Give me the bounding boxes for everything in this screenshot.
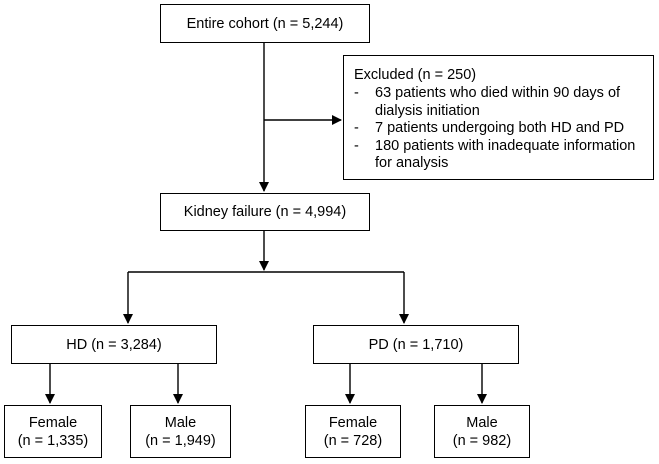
hd-male-count: (n = 1,949)	[145, 432, 216, 449]
hd-female-count: (n = 1,335)	[17, 432, 89, 449]
pd-female-label: Female	[328, 414, 378, 431]
hd-female-label: Female	[28, 414, 78, 431]
kidney-failure-box: Kidney failure (n = 4,994)	[160, 193, 370, 231]
pd-male-label: Male	[466, 414, 498, 431]
pd-male-box: Male (n = 982)	[434, 405, 530, 458]
hd-male-box: Male (n = 1,949)	[130, 405, 231, 458]
excluded-item: -7 patients undergoing both HD and PD	[354, 120, 625, 136]
hd-label: HD (n = 3,284)	[66, 336, 162, 353]
excluded-title: Excluded (n = 250)	[354, 67, 477, 83]
pd-female-box: Female (n = 728)	[305, 405, 401, 458]
pd-box: PD (n = 1,710)	[313, 325, 519, 364]
bullet-dash: -	[354, 85, 359, 101]
kidney-failure-label: Kidney failure (n = 4,994)	[183, 204, 347, 220]
hd-female-box: Female (n = 1,335)	[4, 405, 102, 458]
hd-box: HD (n = 3,284)	[11, 325, 217, 364]
entire-cohort-label: Entire cohort (n = 5,244)	[186, 15, 344, 32]
excluded-list: -63 patients who died within 90 days of …	[354, 85, 645, 173]
pd-female-count: (n = 728)	[323, 432, 383, 449]
bullet-dash: -	[354, 120, 359, 136]
pd-label: PD (n = 1,710)	[368, 336, 464, 353]
excluded-item: -63 patients who died within 90 days of …	[354, 85, 621, 119]
pd-male-count: (n = 982)	[452, 432, 512, 449]
excluded-item: -180 patients with inadequate informatio…	[354, 137, 636, 172]
bullet-dash: -	[354, 137, 359, 154]
excluded-box: Excluded (n = 250) -63 patients who died…	[343, 55, 654, 180]
hd-male-label: Male	[164, 414, 197, 431]
entire-cohort-box: Entire cohort (n = 5,244)	[160, 4, 370, 43]
